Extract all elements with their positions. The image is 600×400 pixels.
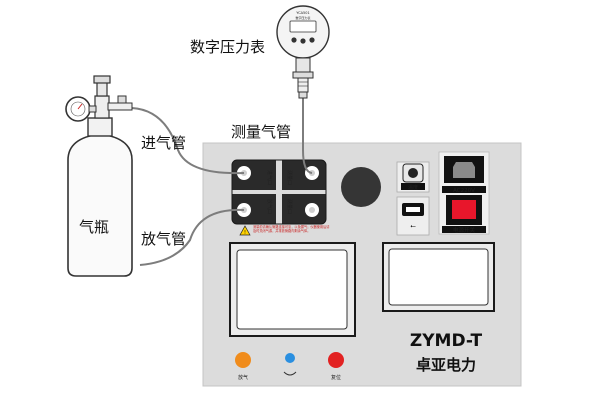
bottle-valve-handle[interactable] bbox=[96, 81, 108, 97]
pressure-knob[interactable] bbox=[341, 167, 381, 207]
label-outlet-pipe: 放气管 bbox=[141, 230, 186, 248]
port-label-2: 测量口 bbox=[286, 170, 293, 185]
gauge-key-zero[interactable] bbox=[300, 38, 306, 44]
warning-note: ! 测量前请确认管路连接可靠，以免漏气；仪器使用后请及时关闭气源，并排放管路内剩… bbox=[239, 225, 330, 236]
warning-text: 测量前请确认管路连接可靠，以免漏气；仪器使用后请及时关闭气源，并排放管路内剩余气… bbox=[253, 225, 330, 233]
reset-button-label: 复位 bbox=[331, 374, 341, 381]
device-brand: 卓亚电力 bbox=[416, 356, 476, 374]
port-label-3: 放气口 bbox=[266, 199, 273, 214]
bottom-buttons: 放气 复位 bbox=[235, 352, 344, 381]
power-switch[interactable] bbox=[452, 200, 476, 219]
gauge-display bbox=[289, 20, 317, 33]
label-inlet-pipe: 进气管 bbox=[141, 134, 186, 152]
right-screen bbox=[382, 242, 495, 312]
usb-block: ⭠ bbox=[396, 196, 430, 236]
port-label-1: 进气口 bbox=[266, 170, 273, 185]
port-block: 进气口 测量口 放气口 测量口 bbox=[231, 159, 327, 225]
temp-label: 温度 bbox=[408, 184, 418, 191]
label-measure-pipe: 测量气管 bbox=[231, 123, 291, 141]
gauge-key-unit[interactable] bbox=[309, 37, 315, 43]
gauge-brand: YCA501 bbox=[296, 11, 309, 15]
inlet-pipe-line bbox=[131, 107, 245, 175]
warning-icon bbox=[239, 225, 251, 236]
temp-block: 温度 bbox=[396, 161, 430, 193]
gas-bottle bbox=[65, 75, 133, 277]
left-screen bbox=[229, 242, 356, 337]
power-voltage: AC220V bbox=[453, 188, 475, 194]
power-label: 电源开关 bbox=[453, 226, 476, 234]
temp-sensor-socket[interactable] bbox=[408, 168, 418, 178]
device-model: ZYMD-T bbox=[410, 331, 483, 351]
power-block: AC220V 电源开关 bbox=[438, 151, 490, 235]
vent-button-label: 放气 bbox=[238, 374, 248, 381]
gauge-sub: 数字压力表 bbox=[295, 15, 310, 20]
outlet-pipe-line bbox=[139, 208, 245, 266]
usb-icon: ⭠ bbox=[410, 222, 416, 230]
digital-pressure-gauge: YCA501 数字压力表 bbox=[276, 5, 330, 99]
usb-port[interactable] bbox=[406, 207, 420, 212]
port-label-4: 测量口 bbox=[286, 199, 293, 214]
encoder-knob[interactable] bbox=[285, 353, 295, 363]
gauge-key-set[interactable] bbox=[291, 37, 297, 43]
reset-button[interactable] bbox=[328, 352, 344, 368]
svg-text:!: ! bbox=[244, 230, 246, 236]
measure-pipe-line bbox=[302, 95, 313, 174]
vent-button[interactable] bbox=[235, 352, 251, 368]
label-pressure-gauge: 数字压力表 bbox=[190, 38, 265, 56]
label-gas-bottle: 气瓶 bbox=[79, 218, 109, 236]
